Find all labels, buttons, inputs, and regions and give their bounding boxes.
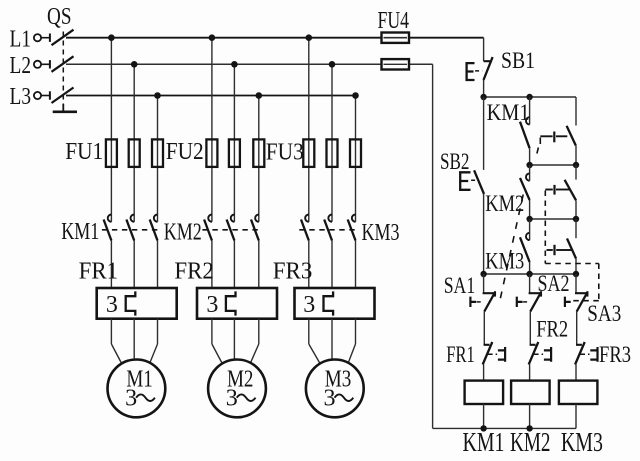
svg-text:3: 3: [125, 386, 137, 412]
svg-text:FR3: FR3: [599, 342, 631, 368]
svg-text:KM1: KM1: [487, 100, 530, 126]
svg-text:L2: L2: [10, 53, 32, 79]
svg-text:KM2: KM2: [164, 220, 202, 246]
svg-text:FU2: FU2: [166, 139, 204, 165]
svg-text:KM3: KM3: [362, 220, 400, 246]
svg-text:L3: L3: [10, 84, 32, 110]
svg-text:M2: M2: [227, 366, 254, 392]
svg-text:KM1: KM1: [463, 427, 505, 456]
svg-text:SA3: SA3: [587, 301, 621, 327]
svg-text:KM2: KM2: [510, 427, 551, 456]
svg-text:KM1: KM1: [61, 219, 99, 245]
svg-text:3: 3: [324, 386, 336, 412]
svg-text:FR1: FR1: [79, 259, 119, 285]
svg-text:FR2: FR2: [536, 317, 568, 343]
svg-text:FU3: FU3: [266, 140, 304, 166]
svg-text:SB1: SB1: [501, 48, 535, 73]
svg-text:3: 3: [206, 292, 218, 318]
svg-text:3: 3: [106, 292, 118, 318]
svg-text:KM3: KM3: [561, 427, 603, 456]
svg-text:FU4: FU4: [378, 8, 410, 34]
svg-text:3: 3: [303, 292, 315, 318]
svg-text:KM3: KM3: [485, 249, 524, 275]
svg-text:L1: L1: [10, 26, 32, 52]
svg-text:3: 3: [226, 386, 238, 412]
svg-text:QS: QS: [47, 4, 72, 30]
svg-text:M3: M3: [325, 366, 352, 392]
svg-text:FU1: FU1: [65, 139, 103, 165]
svg-text:SA1: SA1: [444, 273, 476, 299]
svg-text:FR2: FR2: [174, 259, 214, 285]
svg-text:SB2: SB2: [440, 149, 470, 174]
svg-text:M1: M1: [126, 366, 153, 392]
svg-text:KM2: KM2: [485, 191, 524, 217]
svg-text:FR1: FR1: [446, 342, 475, 368]
svg-text:FR3: FR3: [273, 259, 313, 285]
svg-text:SA2: SA2: [538, 271, 570, 297]
